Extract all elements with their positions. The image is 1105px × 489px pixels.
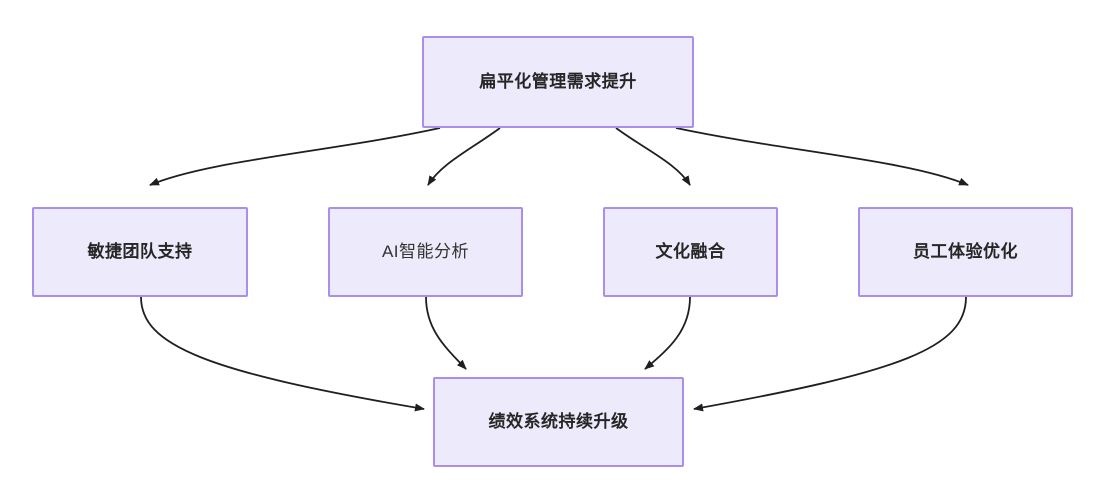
edge-experience-to-performance [693,296,967,412]
node-ai[interactable]: AI智能分析 [328,207,523,297]
edge-agile-to-performance [140,296,425,412]
edge-root-to-culture [615,127,691,186]
node-performance-label: 绩效系统持续升级 [488,411,629,431]
edge-root-to-ai [427,127,501,186]
node-agile-label: 敏捷团队支持 [87,241,193,261]
node-culture-label: 文化融合 [655,241,726,261]
edge-root-to-agile [149,127,441,186]
edge-ai-to-performance [425,296,467,370]
node-agile[interactable]: 敏捷团队支持 [32,207,248,297]
node-culture[interactable]: 文化融合 [603,207,778,297]
node-performance[interactable]: 绩效系统持续升级 [433,377,684,467]
edge-culture-to-performance [644,296,691,370]
node-root-label: 扁平化管理需求提升 [479,71,637,91]
node-experience-label: 员工体验优化 [913,241,1018,261]
edge-root-to-experience [675,127,969,186]
node-experience[interactable]: 员工体验优化 [858,207,1073,297]
node-root[interactable]: 扁平化管理需求提升 [422,36,694,128]
node-ai-label: AI智能分析 [381,241,470,261]
